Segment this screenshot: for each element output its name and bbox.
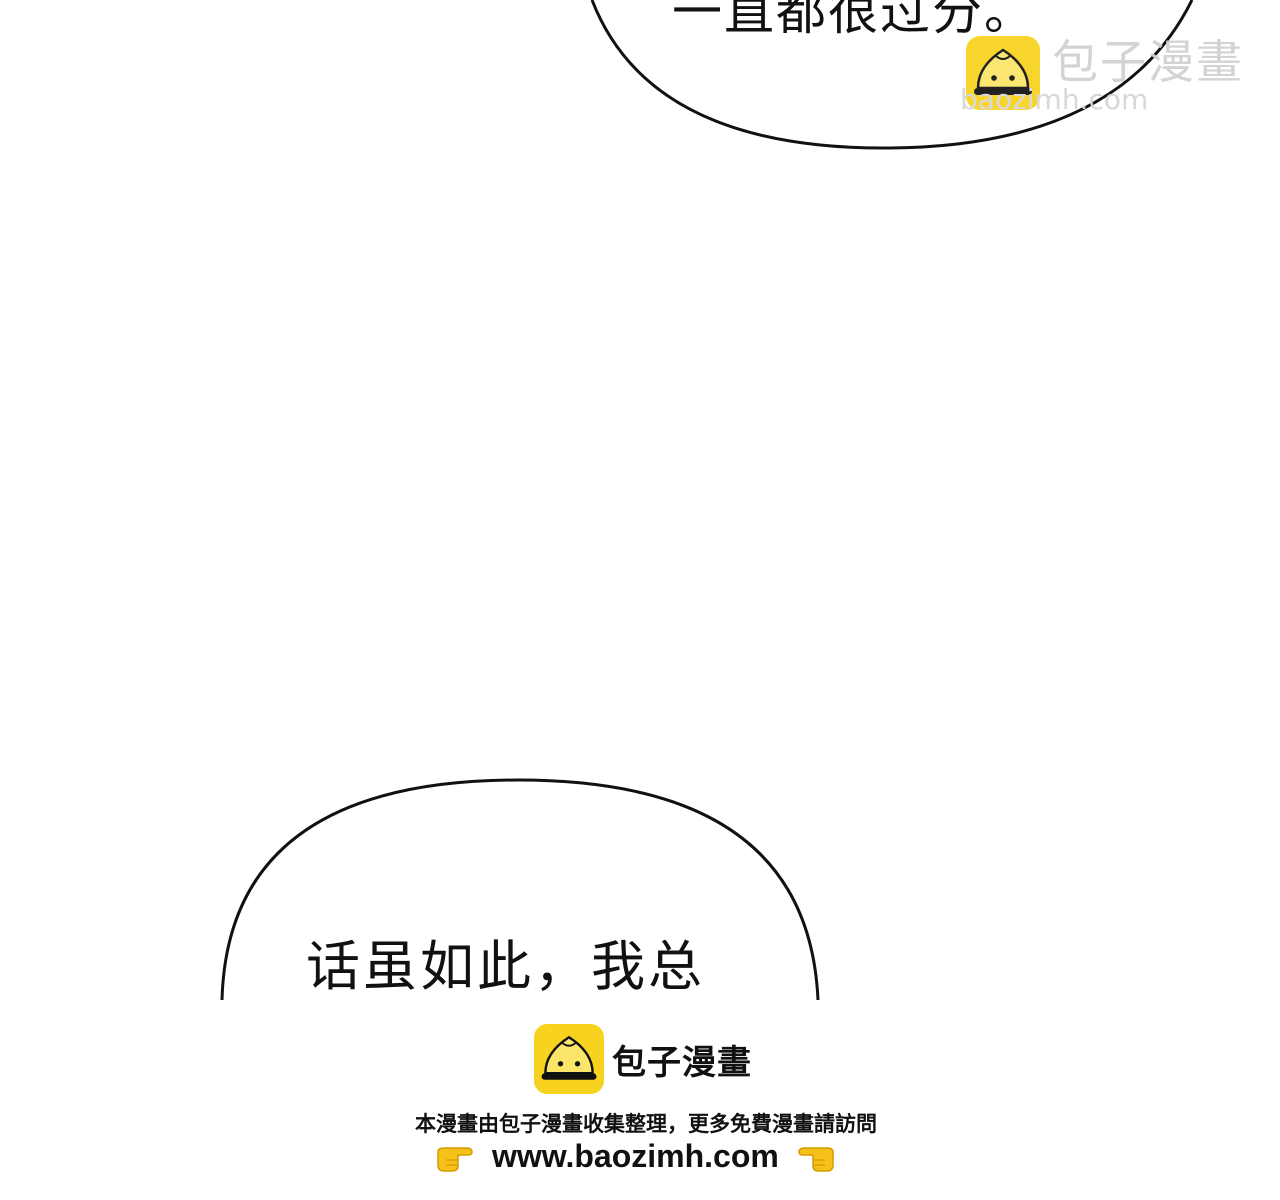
footer-notice: 本漫畫由包子漫畫收集整理，更多免費漫畫請訪問 <box>415 1112 877 1136</box>
watermark-url: baozimh.com <box>960 83 1149 116</box>
watermark: 包子漫畫 baozimh.com <box>960 35 1244 114</box>
footer: 包子漫畫 本漫畫由包子漫畫收集整理，更多免費漫畫請訪問 www.baozimh.… <box>0 1000 1280 1200</box>
footer-brand[interactable]: 包子漫畫 <box>534 1024 752 1094</box>
footer-url-link[interactable]: www.baozimh.com <box>492 1138 779 1174</box>
footer-brand-name: 包子漫畫 <box>612 1042 752 1083</box>
footer-url-row: www.baozimh.com <box>436 1138 835 1175</box>
pointing-left-hand-icon <box>798 1146 834 1172</box>
speech-bubble-bottom <box>220 778 820 1001</box>
speech-bubble-top-text: 一直都很过分。 <box>672 0 1036 41</box>
watermark-name: 包子漫畫 <box>1052 35 1244 89</box>
speech-bubble-top <box>590 0 1194 150</box>
steamed-bun-logo-icon <box>534 1024 604 1094</box>
steamed-bun-logo-icon <box>966 36 1040 110</box>
pointing-right-hand-icon <box>437 1146 473 1172</box>
speech-bubble-bottom-text: 话虽如此，我总 <box>306 935 705 998</box>
